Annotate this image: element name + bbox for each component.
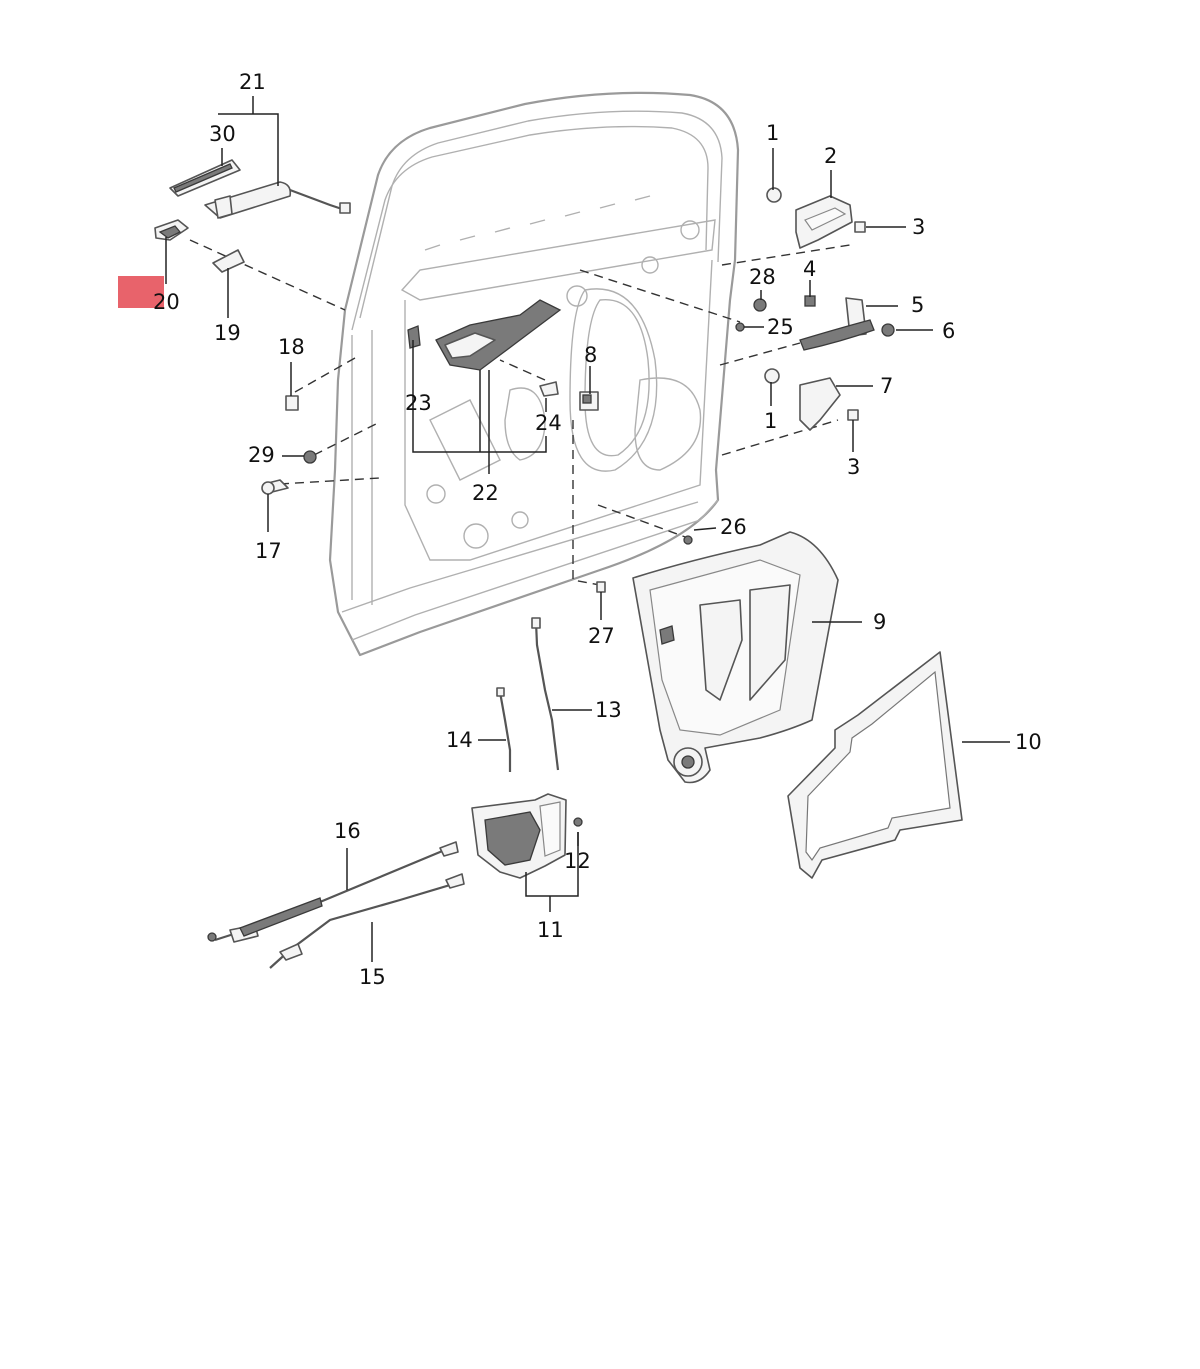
callout-22: 22 bbox=[472, 481, 499, 505]
callout-15: 15 bbox=[359, 965, 386, 989]
callout-2: 2 bbox=[824, 144, 837, 168]
callout-7: 7 bbox=[880, 374, 893, 398]
callout-28: 28 bbox=[749, 265, 776, 289]
callout-12: 12 bbox=[564, 849, 591, 873]
callout-8: 8 bbox=[584, 343, 597, 367]
callout-17: 17 bbox=[255, 539, 282, 563]
callout-labels: 1 2 3 4 5 6 7 1 3 8 9 10 11 12 13 14 15 … bbox=[153, 70, 1042, 989]
outside-handle-assembly bbox=[154, 159, 351, 273]
callout-23: 23 bbox=[405, 391, 432, 415]
callout-5: 5 bbox=[911, 293, 924, 317]
callout-27: 27 bbox=[588, 624, 615, 648]
bowden-cables bbox=[207, 841, 465, 969]
callout-20: 20 bbox=[153, 290, 180, 314]
callout-18: 18 bbox=[278, 335, 305, 359]
callout-6: 6 bbox=[942, 319, 955, 343]
callout-10: 10 bbox=[1015, 730, 1042, 754]
callout-19: 19 bbox=[214, 321, 241, 345]
callout-4: 4 bbox=[803, 257, 816, 281]
callout-25: 25 bbox=[767, 315, 794, 339]
callout-29: 29 bbox=[248, 443, 275, 467]
callout-9: 9 bbox=[873, 610, 886, 634]
callout-11: 11 bbox=[537, 918, 564, 942]
leader-lines bbox=[165, 96, 1010, 962]
door-frame bbox=[328, 91, 740, 657]
callout-14: 14 bbox=[446, 728, 473, 752]
callout-1: 1 bbox=[766, 121, 779, 145]
inside-mechanism bbox=[407, 299, 599, 411]
window-seal-frame bbox=[787, 651, 963, 879]
callout-26: 26 bbox=[720, 515, 747, 539]
rods bbox=[496, 617, 560, 772]
callout-16: 16 bbox=[334, 819, 361, 843]
regulator-carrier bbox=[632, 531, 839, 784]
callout-30: 30 bbox=[209, 122, 236, 146]
callout-21: 21 bbox=[239, 70, 266, 94]
callout-1-lower: 1 bbox=[764, 409, 777, 433]
assembly-guide-lines bbox=[189, 239, 851, 586]
callout-13: 13 bbox=[595, 698, 622, 722]
fasteners bbox=[261, 395, 693, 593]
callout-3-lower: 3 bbox=[847, 455, 860, 479]
door-latch bbox=[471, 793, 583, 879]
highlight-marker bbox=[118, 276, 164, 308]
hinge-parts bbox=[735, 187, 895, 431]
callout-24: 24 bbox=[535, 411, 562, 435]
callout-3: 3 bbox=[912, 215, 925, 239]
